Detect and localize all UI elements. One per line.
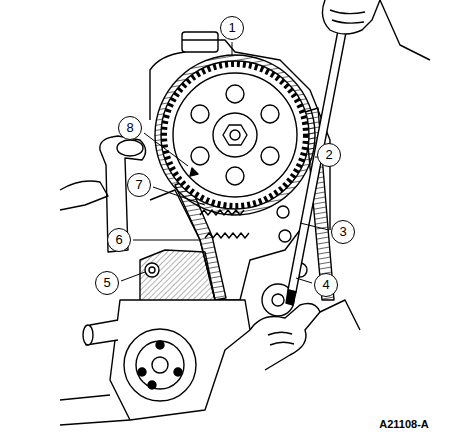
callout-number: 6	[107, 228, 131, 252]
callout-number: 8	[118, 116, 142, 140]
callout-number: 2	[317, 143, 341, 167]
callout-number: 1	[220, 16, 244, 40]
callout-number: 3	[331, 220, 355, 244]
callout-number: 4	[314, 273, 338, 297]
figure-id: A21108-A	[377, 418, 431, 430]
callout-number: 7	[127, 173, 151, 197]
callout-number: 5	[95, 271, 119, 295]
